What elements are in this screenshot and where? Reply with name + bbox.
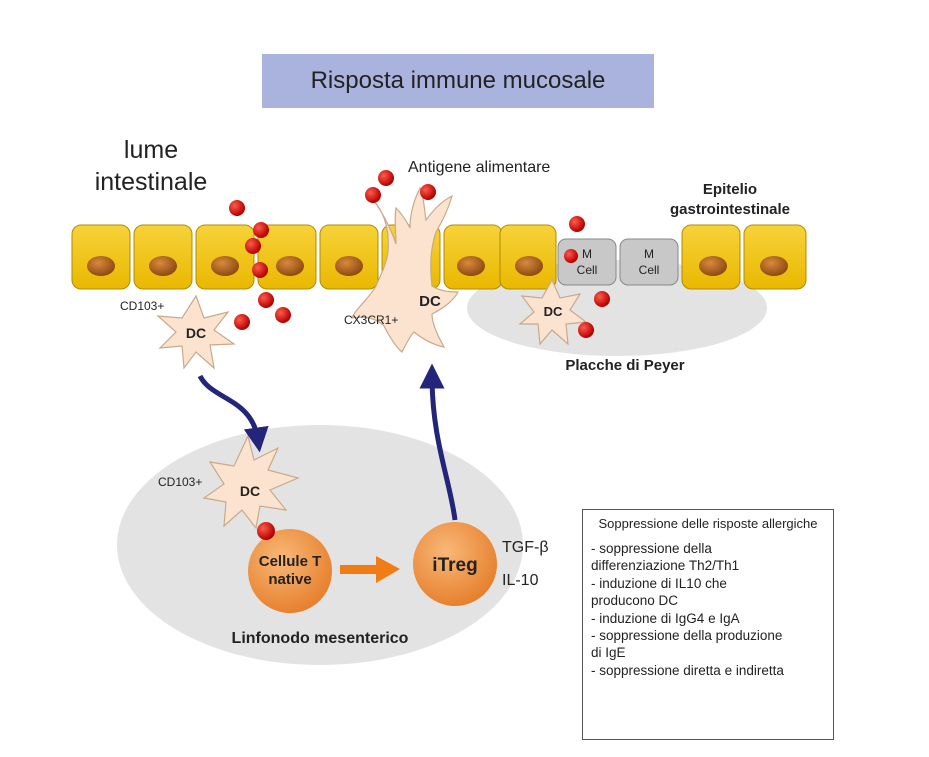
m-cell-label: M: [582, 247, 592, 261]
suppression-info-box: Soppressione delle risposte allergiche -…: [582, 509, 834, 740]
epithelial-cell: [743, 224, 807, 290]
antigen-dot: [253, 222, 269, 238]
il10-label: IL-10: [502, 572, 539, 589]
naive-t-label: Cellule T: [259, 553, 322, 570]
dc-peyer: DC: [518, 278, 588, 346]
epithelial-layer: M Cell M Cell: [71, 224, 807, 290]
info-box-list: - soppressione della differenziazione Th…: [591, 540, 825, 679]
antigen-dot: [569, 216, 585, 232]
m-cell-label: Cell: [577, 263, 598, 277]
antigen-dot: [378, 170, 394, 186]
naive-t-cell: Cellule T native: [248, 529, 332, 613]
epithelium-label: Epitelio: [703, 181, 757, 198]
antigen-dot: [257, 522, 275, 540]
dc-node-label: DC: [240, 483, 260, 499]
epithelium-label: gastrointestinale: [670, 201, 790, 218]
epithelial-cell: [133, 224, 193, 290]
antigen-label: Antigene alimentare: [408, 159, 550, 176]
antigen-dot: [258, 292, 274, 308]
epithelial-cell: [71, 224, 131, 290]
info-box-title: Soppressione delle risposte allergiche: [598, 516, 818, 531]
title-banner: Risposta immune mucosale: [262, 54, 654, 108]
dc-cd103-label: DC: [186, 325, 206, 341]
epithelial-cell: [195, 224, 255, 290]
cd103-node-label: CD103+: [158, 475, 202, 489]
list-item: - induzione di IgG4 e IgA: [591, 610, 740, 626]
m-cell-label: M: [644, 247, 654, 261]
m-cell-label: Cell: [639, 263, 660, 277]
antigen-dot: [420, 184, 436, 200]
antigen-dot: [365, 187, 381, 203]
antigen-dot: [252, 262, 268, 278]
itreg-cell: iTreg: [413, 522, 497, 606]
list-item: differenziazione Th2/Th1: [591, 558, 740, 574]
list-item: - induzione di IL10 che: [591, 575, 727, 591]
dc-cd103-node: DC: [202, 434, 300, 530]
migration-arrow: [197, 374, 269, 453]
antigen-dot: [234, 314, 250, 330]
cd103-lumen-label: CD103+: [120, 299, 164, 313]
list-item: - soppressione della produzione: [591, 628, 783, 644]
lymph-node-label: Linfonodo mesenterico: [232, 630, 409, 647]
peyer-label: Placche di Peyer: [565, 357, 684, 374]
epithelial-cell: [257, 224, 317, 290]
return-arrow: [419, 363, 458, 521]
antigen-dot: [275, 307, 291, 323]
itreg-label: iTreg: [432, 555, 477, 576]
m-cell: M Cell: [619, 238, 679, 286]
epithelial-cell: [499, 224, 557, 290]
differentiation-arrow: [340, 556, 400, 583]
list-item: - soppressione diretta e indiretta: [591, 662, 784, 678]
dc-cd103-lumen: DC: [156, 294, 236, 370]
epithelial-cell: [319, 224, 379, 290]
lumen-label: lume intestinale: [94, 136, 208, 196]
naive-t-label: native: [268, 571, 311, 588]
list-item: di IgE: [591, 645, 626, 661]
dc-cx3cr1: DC: [351, 186, 459, 353]
dc-peyer-label: DC: [544, 304, 563, 319]
antigen-dot: [578, 322, 594, 338]
page-title: Risposta immune mucosale: [310, 67, 606, 94]
antigen-particles: [229, 170, 610, 540]
epithelial-cell: [681, 224, 741, 290]
tgf-beta-label: TGF-β: [502, 539, 549, 556]
antigen-dot: [564, 249, 578, 263]
antigen-dot: [594, 291, 610, 307]
list-item: - soppressione della: [591, 541, 712, 556]
antigen-dot: [229, 200, 245, 216]
epithelial-cell: [443, 224, 503, 290]
antigen-dot: [245, 238, 261, 254]
cx3cr1-label: CX3CR1+: [344, 313, 398, 327]
m-cell: M Cell: [557, 238, 617, 286]
list-item: producono DC: [591, 593, 679, 609]
dc-cx3cr1-label: DC: [419, 293, 441, 310]
